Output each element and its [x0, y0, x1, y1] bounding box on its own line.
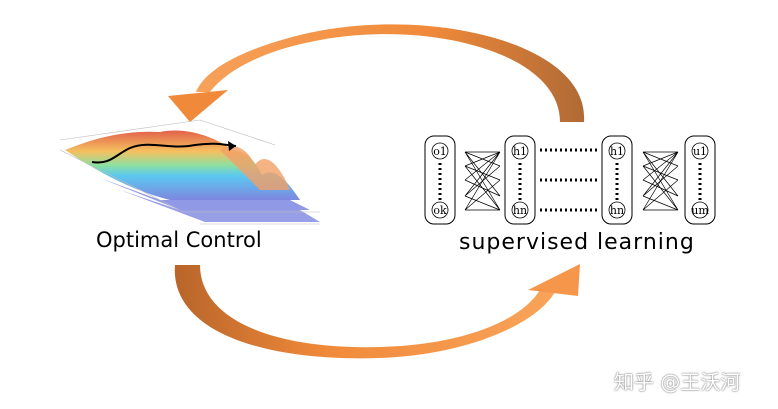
hidden-layer-2-box: [601, 135, 633, 225]
node-o1: o1: [433, 145, 447, 158]
node-hn-b: hn: [610, 204, 624, 217]
top-cycle-arrow: [168, 24, 585, 122]
watermark: 知乎 @王沃河: [614, 370, 741, 394]
node-hn: hn: [513, 204, 527, 217]
supervised-learning-label: supervised learning: [459, 230, 695, 255]
neural-network: [424, 135, 716, 225]
hidden-layer-1-box: [504, 135, 536, 225]
node-h1-b: h1: [610, 145, 624, 158]
node-h1: h1: [513, 145, 527, 158]
output-layer-box: [684, 135, 716, 225]
bottom-cycle-arrow: [174, 264, 580, 359]
node-um: um: [691, 204, 709, 217]
node-u1: u1: [693, 145, 707, 158]
optimal-control-label: Optimal Control: [96, 228, 262, 252]
optimal-control-surface-plot: [59, 119, 320, 225]
node-ok: ok: [433, 204, 447, 217]
input-layer-box: [424, 135, 456, 225]
